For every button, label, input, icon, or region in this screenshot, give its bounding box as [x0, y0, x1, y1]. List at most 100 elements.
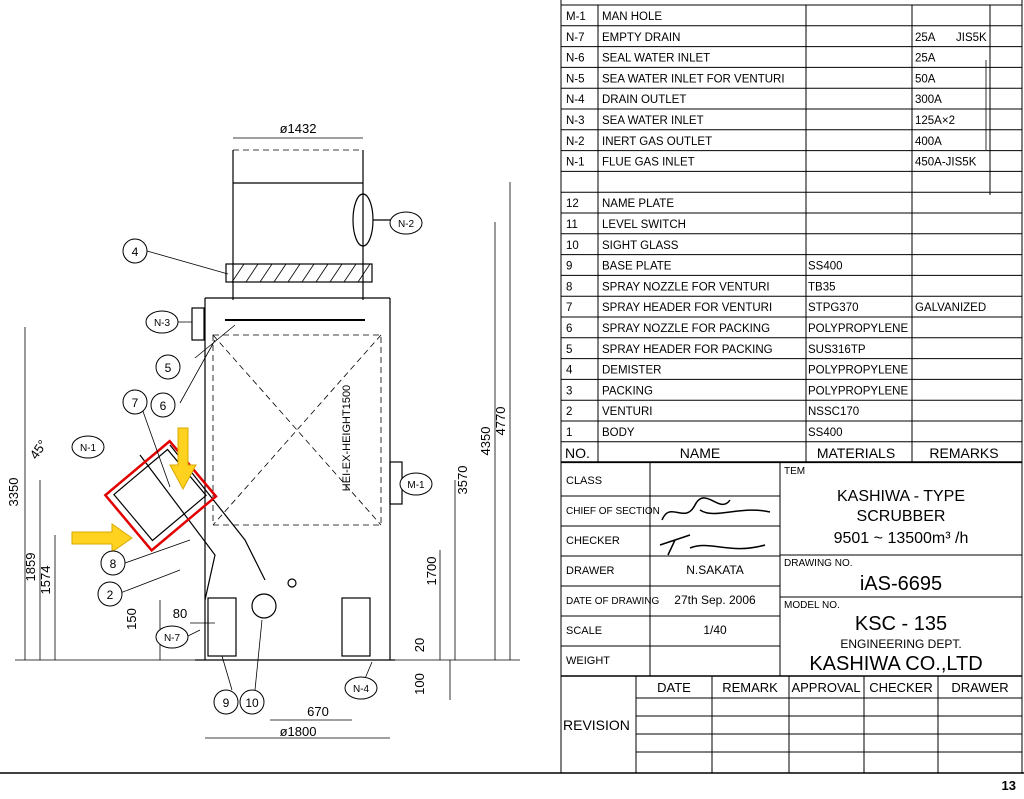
- rev-col-approval: APPROVAL: [791, 680, 860, 695]
- nozzle-spec: 50A: [915, 73, 936, 85]
- nozzle-spec: 25A: [915, 53, 936, 65]
- dim-1859: 1859: [23, 553, 38, 582]
- part-material: SS400: [808, 261, 843, 273]
- highlight-arrows: [71, 427, 197, 553]
- nozzle-spec: 300A: [915, 94, 942, 106]
- callout-n1: [71, 435, 105, 459]
- callout-9-label: 9: [223, 696, 230, 710]
- callout-8: [100, 550, 126, 576]
- dim-angle: 45°: [27, 437, 51, 462]
- nozzle-mark: N-4: [566, 94, 585, 106]
- callout-n4: [344, 676, 378, 700]
- scrubber-drawing: [15, 137, 520, 739]
- nozzle-spec: 125A×2: [915, 115, 955, 127]
- parts-header-no: NO.: [565, 445, 590, 461]
- nozzle-mark: N-5: [566, 73, 585, 85]
- rev-col-checker: CHECKER: [869, 680, 933, 695]
- chief-label: CHIEF OF SECTION: [566, 506, 660, 517]
- parts-header-remarks: REMARKS: [929, 445, 998, 461]
- weight-label: WEIGHT: [566, 655, 610, 667]
- nozzle-mark: N-7: [566, 32, 585, 44]
- part-name: VENTURI: [602, 406, 652, 418]
- rev-col-drawer: DRAWER: [951, 680, 1008, 695]
- callout-n2-label: N-2: [398, 219, 415, 230]
- dim-top-dia: ø1432: [280, 121, 317, 136]
- demister: [225, 263, 373, 283]
- part-no: 8: [566, 281, 572, 293]
- callout-10-label: 10: [245, 696, 259, 710]
- nozzle-mark: N-3: [566, 115, 585, 127]
- part-no: 9: [566, 261, 572, 273]
- callout-4: [122, 238, 148, 264]
- dim-20: 20: [412, 638, 427, 652]
- dim-1574: 1574: [38, 566, 53, 595]
- callout-n3-label: N-3: [154, 318, 171, 329]
- callout-7-label: 7: [132, 396, 139, 410]
- part-material: SUS316TP: [808, 344, 866, 356]
- parts-header-materials: MATERIALS: [817, 445, 895, 461]
- callout-n3: [145, 310, 179, 334]
- callout-2: [97, 581, 123, 607]
- dim-4770: 4770: [493, 407, 508, 436]
- nozzle-name: EMPTY DRAIN: [602, 32, 680, 44]
- part-name: SIGHT GLASS: [602, 240, 679, 252]
- title-line1: KASHIWA - TYPE: [837, 488, 965, 505]
- revision-label: REVISION: [563, 717, 630, 733]
- nozzle-name: SEAL WATER INLET: [602, 53, 710, 65]
- class-label: CLASS: [566, 475, 602, 487]
- nozzle-name: INERT GAS OUTLET: [602, 136, 712, 148]
- dim-100: 100: [412, 673, 427, 695]
- date-value: 27th Sep. 2006: [674, 593, 756, 607]
- checker-label: CHECKER: [566, 535, 620, 547]
- part-material: NSSC170: [808, 406, 859, 418]
- nozzle-spec: 25A: [915, 32, 936, 44]
- nozzle-mark: M-1: [566, 11, 586, 23]
- part-no: 6: [566, 323, 572, 335]
- callout-4-label: 4: [132, 245, 139, 259]
- signatures: [659, 497, 771, 556]
- callout-10: [239, 689, 265, 715]
- nozzle-name: DRAIN OUTLET: [602, 94, 686, 106]
- part-name: DEMISTER: [602, 365, 661, 377]
- down-arrow-icon: [169, 427, 197, 491]
- part-material: POLYPROPYLENE: [808, 385, 908, 397]
- part-material: POLYPROPYLENE: [808, 365, 908, 377]
- callout-6-label: 6: [160, 399, 167, 413]
- nozzle-name: MAN HOLE: [602, 11, 662, 23]
- nozzle-spec: 450A-JIS5K: [915, 157, 977, 169]
- checker-signature: [659, 534, 766, 556]
- title-block-grid: [0, 0, 1024, 774]
- part-name: SPRAY HEADER FOR VENTURI: [602, 302, 772, 314]
- callouts: [71, 211, 433, 715]
- dim-bottom-dia: ø1800: [280, 724, 317, 739]
- callout-9: [213, 689, 239, 715]
- chief-signature: [661, 497, 771, 521]
- part-material: POLYPROPYLENE: [808, 323, 908, 335]
- dim-3570: 3570: [455, 466, 470, 495]
- scale-label: SCALE: [566, 625, 602, 637]
- rev-col-remark: REMARK: [722, 680, 778, 695]
- dim-80: 80: [173, 606, 187, 621]
- model-no: KSC - 135: [855, 613, 947, 635]
- part-no: 5: [566, 344, 572, 356]
- nozzle-name: SEA WATER INLET: [602, 115, 704, 127]
- company: KASHIWA CO.,LTD: [809, 653, 982, 675]
- nozzle-std: JIS5K: [956, 32, 987, 44]
- part-material: SS400: [808, 427, 843, 439]
- dim-1500: HEI-EX-HEIGHT1500: [341, 385, 353, 491]
- callout-n1-label: N-1: [80, 443, 97, 454]
- part-name: NAME PLATE: [602, 198, 674, 210]
- page-number: 13: [1002, 778, 1016, 793]
- title-line2: SCRUBBER: [857, 508, 946, 525]
- part-no: 12: [566, 198, 579, 210]
- nozzle-name: SEA WATER INLET FOR VENTURI: [602, 73, 785, 85]
- nozzle-mark: N-6: [566, 53, 585, 65]
- part-no: 3: [566, 385, 572, 397]
- callout-n4-label: N-4: [353, 684, 370, 695]
- date-label: DATE OF DRAWING: [566, 596, 660, 607]
- callout-8-label: 8: [110, 557, 117, 571]
- part-name: BODY: [602, 427, 635, 439]
- item-label: TEM: [784, 466, 805, 477]
- part-no: 1: [566, 427, 572, 439]
